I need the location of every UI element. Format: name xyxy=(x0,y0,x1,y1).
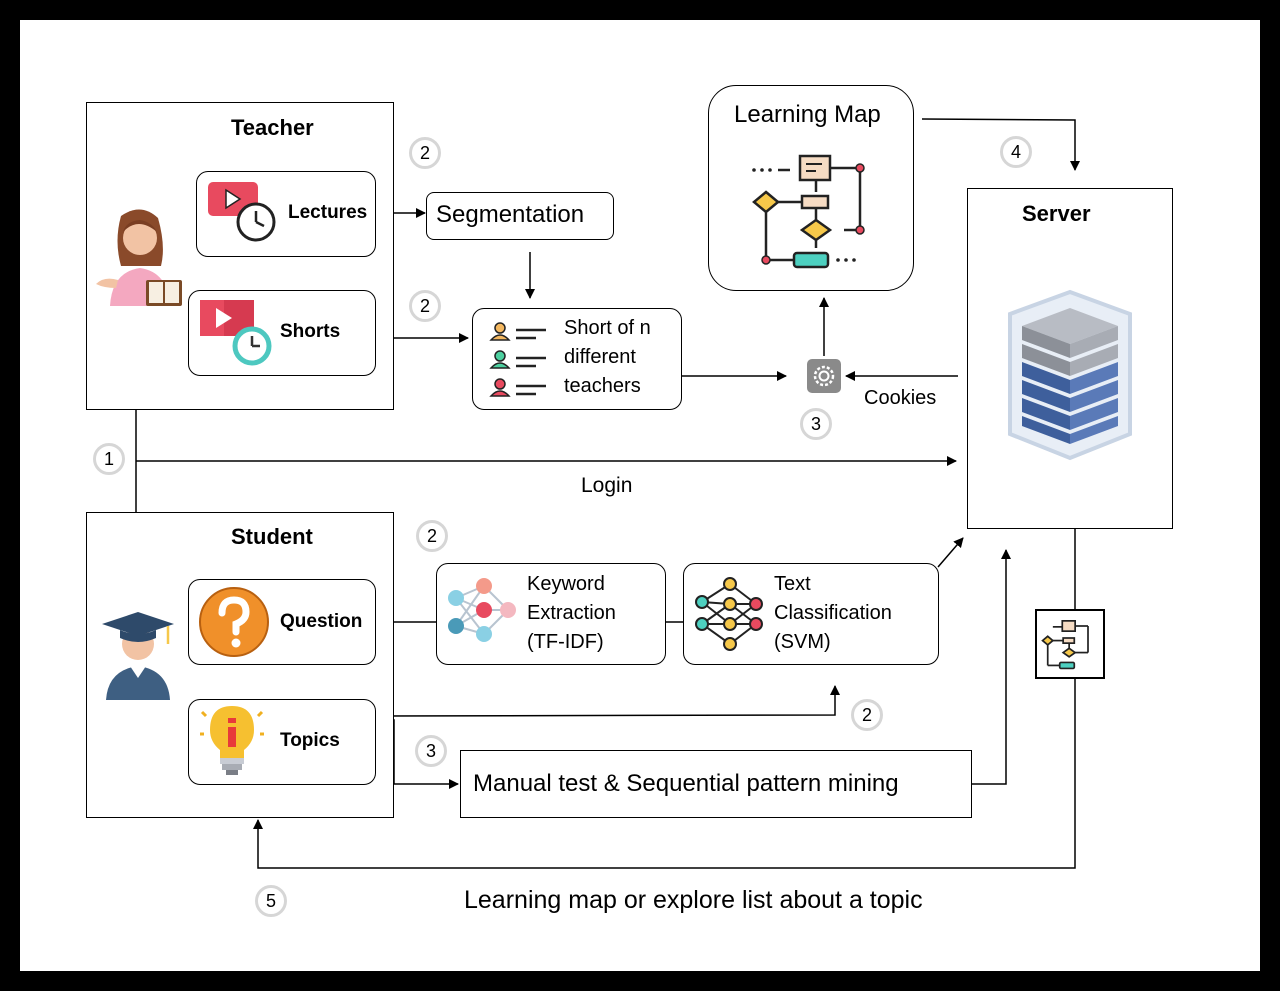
lectures-label: Lectures xyxy=(288,202,368,223)
shorts-list-line2: different xyxy=(564,346,636,368)
keyword-line1: Keyword xyxy=(527,573,605,595)
manual-test-box xyxy=(460,750,972,818)
keyword-extraction-box xyxy=(436,563,666,665)
shorts-video-icon xyxy=(200,300,272,366)
classification-line2: Classification xyxy=(774,602,892,624)
arrow-manual-server xyxy=(972,549,1011,785)
step-1-login: 1 xyxy=(93,443,125,475)
manual-test-label: Manual test & Sequential pattern mining xyxy=(473,770,899,797)
connectors xyxy=(135,118,1080,869)
result-label: Learning map or explore list about a top… xyxy=(464,886,923,914)
server-rack-icon xyxy=(1008,289,1132,461)
step-2-shorts: 2 xyxy=(409,290,441,322)
arrow-classification-server xyxy=(937,537,964,568)
shorts-label: Shorts xyxy=(280,321,341,342)
shorts-list-line3: teachers xyxy=(564,375,641,397)
lightbulb-icon xyxy=(200,706,264,775)
diagram-canvas: Teacher Lectures Shorts Segmentation Sho… xyxy=(20,20,1260,971)
keyword-line3: (TF-IDF) xyxy=(527,631,604,653)
gear-icon xyxy=(807,359,841,393)
arrow-map-server xyxy=(921,118,1080,171)
question-mark-icon xyxy=(199,587,269,657)
step-4-map: 4 xyxy=(1000,136,1032,168)
teacher-title: Teacher xyxy=(231,115,314,140)
classification-line1: Text xyxy=(774,573,811,595)
step-3-topics: 3 xyxy=(415,735,447,767)
arrow-server-student xyxy=(253,528,1076,869)
shorts-list-box xyxy=(472,308,682,410)
step-5-result: 5 xyxy=(255,885,287,917)
step-2-question: 2 xyxy=(416,520,448,552)
flowchart-icon xyxy=(752,154,865,269)
server-title: Server xyxy=(1022,201,1091,226)
topics-label: Topics xyxy=(280,730,340,751)
teachers-list-icon xyxy=(489,322,546,397)
segmentation-label: Segmentation xyxy=(436,201,585,228)
step-2-lectures: 2 xyxy=(409,137,441,169)
step-3-gear: 3 xyxy=(800,408,832,440)
video-clock-icon xyxy=(208,182,276,242)
keyword-line2: Extraction xyxy=(527,602,616,624)
arrow-topics-classification xyxy=(375,685,840,717)
student-title: Student xyxy=(231,524,313,549)
student-icon xyxy=(102,612,174,700)
shorts-list-line1: Short of n xyxy=(564,317,651,339)
neural-net-icon xyxy=(695,577,763,651)
cookies-label: Cookies xyxy=(864,387,937,409)
step-2-topics: 2 xyxy=(851,699,883,731)
login-label: Login xyxy=(581,474,633,497)
segmentation-box xyxy=(426,192,614,240)
neural-net-color-icon xyxy=(448,578,516,642)
learning-map-title: Learning Map xyxy=(734,101,881,128)
question-label: Question xyxy=(280,611,363,632)
mini-flowchart-icon xyxy=(1041,620,1089,670)
teacher-icon xyxy=(96,209,182,306)
classification-line3: (SVM) xyxy=(774,631,831,653)
